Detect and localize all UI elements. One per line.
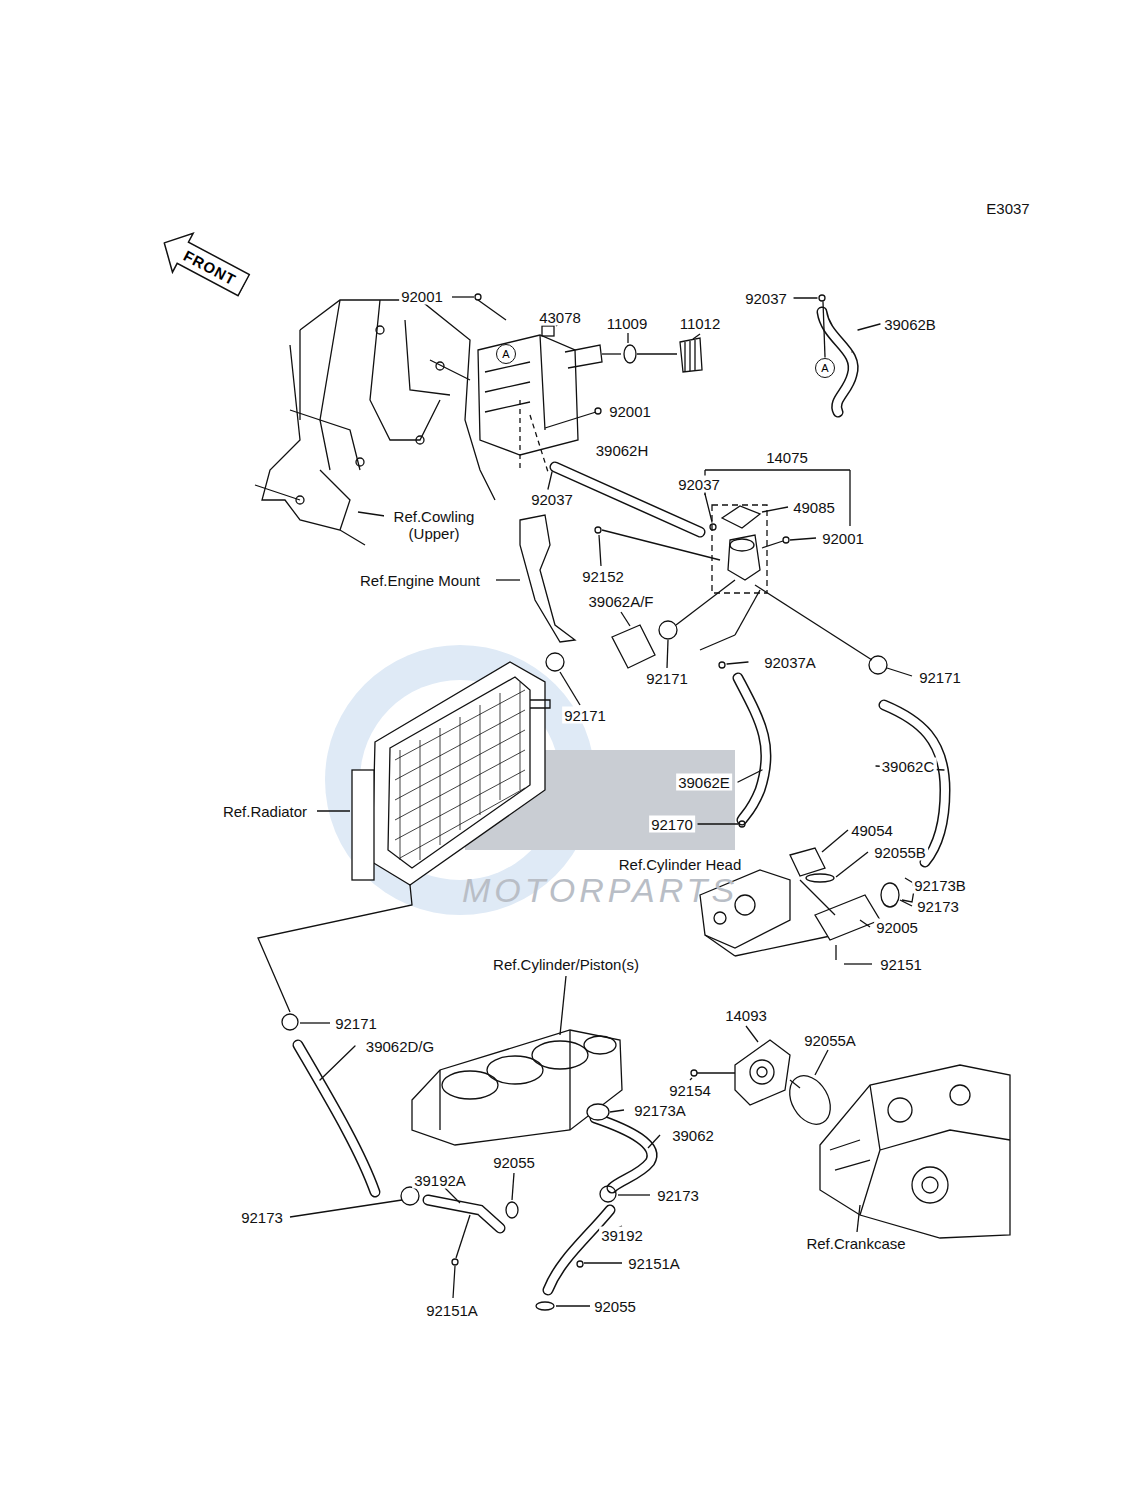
reservoir-tank <box>452 294 702 472</box>
callout-number: 92037A <box>762 654 818 671</box>
callout-number: 92171 <box>333 1015 379 1032</box>
cylinder-block <box>290 976 660 1310</box>
callout-number: 92173 <box>655 1187 701 1204</box>
callout-number: 39062B <box>882 316 938 333</box>
callout-number: 92001 <box>399 288 445 305</box>
callout-number: 92037 <box>529 491 575 508</box>
callout-number: 92152 <box>580 568 626 585</box>
callout-number: 39192A <box>412 1172 468 1189</box>
reference-label: Ref.Crankcase <box>804 1235 907 1252</box>
callout-number: 92171 <box>562 707 608 724</box>
callout-number: 39062H <box>594 442 651 459</box>
callout-number: 92001 <box>820 530 866 547</box>
crankcase <box>690 1026 1010 1238</box>
callout-number: 39192 <box>599 1227 645 1244</box>
callout-number: 92001 <box>607 403 653 420</box>
callout-number: 39062D/G <box>364 1038 436 1055</box>
callout-number: 92171 <box>917 669 963 686</box>
callout-number: 92170 <box>649 816 695 833</box>
callout-number: 92173 <box>915 898 961 915</box>
reference-label: Ref.Cylinder/Piston(s) <box>491 956 641 973</box>
callout-number: 92173 <box>239 1209 285 1226</box>
reference-label: Ref.Radiator <box>221 803 309 820</box>
reference-letter: A <box>502 348 509 360</box>
callout-number: 92055B <box>872 844 928 861</box>
callout-number: 14075 <box>764 449 810 466</box>
reference-label: Ref.Cylinder Head <box>617 856 744 873</box>
reference-circle: A <box>815 358 835 378</box>
callout-number: 11012 <box>678 315 723 332</box>
callout-number: 92173A <box>632 1102 688 1119</box>
reference-letter: A <box>821 362 828 374</box>
callout-number: 92151A <box>626 1255 682 1272</box>
callout-number: 92173B <box>912 877 968 894</box>
callout-number: 92055A <box>802 1032 858 1049</box>
callout-number: 11009 <box>605 315 650 332</box>
filler-neck <box>496 470 912 705</box>
callout-number: 92037 <box>676 476 722 493</box>
reference-label: Ref.Cowling (Upper) <box>384 508 484 542</box>
callout-number: 92151 <box>878 956 924 973</box>
callout-number: 39062 <box>670 1127 716 1144</box>
callout-number: 92005 <box>874 919 920 936</box>
callout-number: 39062E <box>676 774 732 791</box>
callout-number: 39062A/F <box>586 593 655 610</box>
radiator <box>258 662 550 1030</box>
callout-number: 92055 <box>491 1154 537 1171</box>
reference-label: Ref.Engine Mount <box>358 572 482 589</box>
reference-circle: A <box>496 344 516 364</box>
cowling-stay <box>255 300 495 545</box>
diagram-code: E3037 <box>984 200 1031 217</box>
callout-number: 49085 <box>791 499 837 516</box>
front-arrow: FRONT <box>152 221 256 307</box>
callout-number: 92171 <box>644 670 690 687</box>
callout-number: 39062C <box>880 758 937 775</box>
callout-number: 92154 <box>667 1082 713 1099</box>
callout-number: 92037 <box>743 290 789 307</box>
callout-number: 92151A <box>424 1302 480 1319</box>
watermark-text: MOTORPARTS <box>460 871 740 909</box>
callout-number: 92055 <box>592 1298 638 1315</box>
callout-number: 43078 <box>537 309 583 326</box>
callout-number: 49054 <box>849 822 895 839</box>
callout-number: 14093 <box>723 1007 769 1024</box>
